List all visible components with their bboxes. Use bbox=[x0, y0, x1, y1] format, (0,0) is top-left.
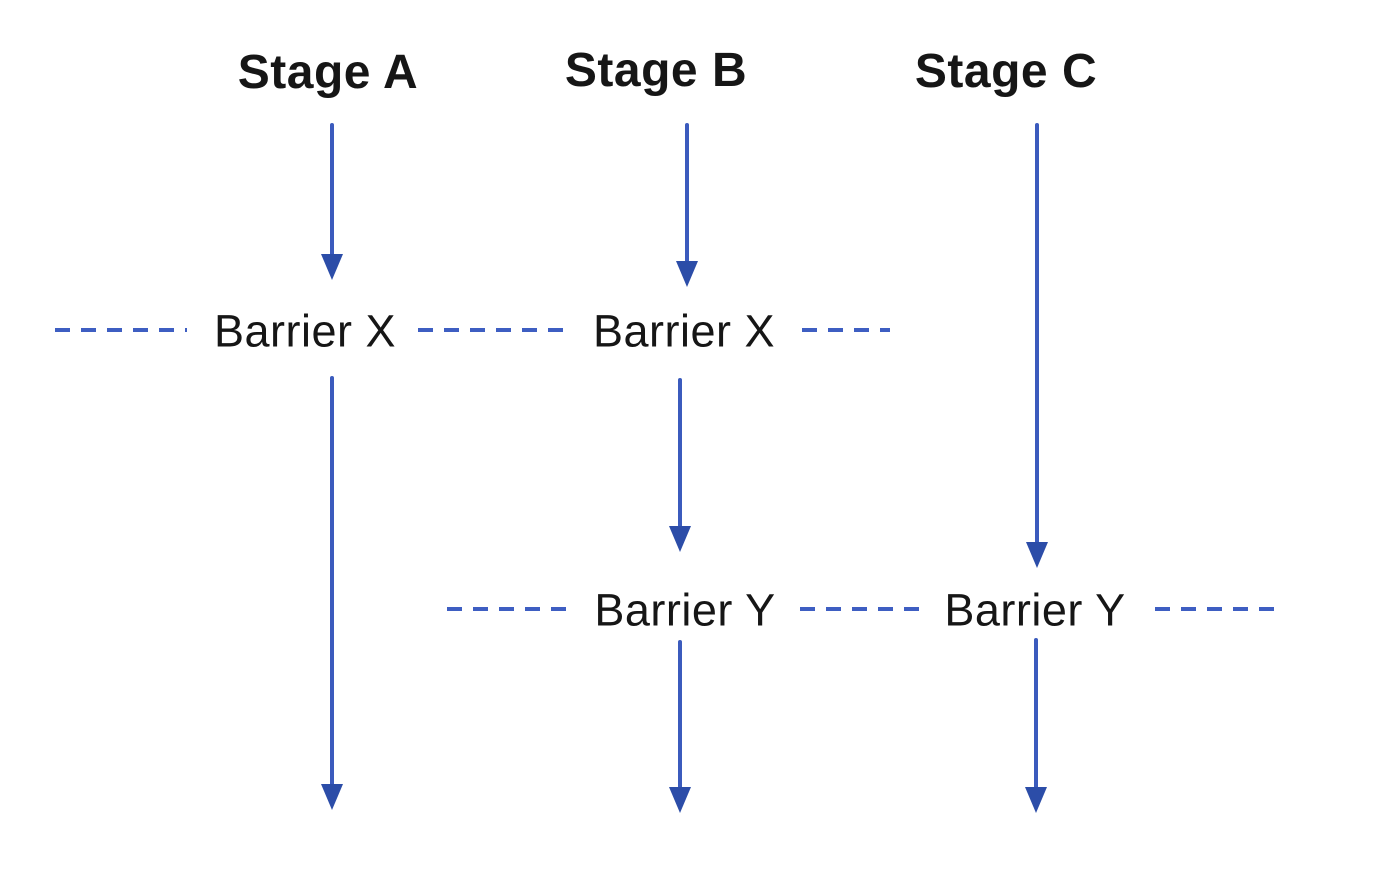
stage-c-lane bbox=[1025, 123, 1048, 813]
stage-b-label: Stage B bbox=[564, 44, 748, 97]
stage-b-lane bbox=[669, 123, 698, 813]
stage-b-arrow-1-head bbox=[676, 261, 698, 287]
stage-b-arrow-3-head bbox=[669, 787, 691, 813]
stage-a-lane bbox=[321, 123, 343, 810]
stage-b-arrow-2-head bbox=[669, 526, 691, 552]
stage-a-arrow-1-head bbox=[321, 254, 343, 280]
barrier-y-label-stage-b: Barrier Y bbox=[594, 584, 776, 636]
barrier-x-label-stage-a: Barrier X bbox=[213, 305, 397, 357]
stage-c-label: Stage C bbox=[914, 45, 1098, 98]
stage-a-arrow-2-head bbox=[321, 784, 343, 810]
stage-c-arrow-2-head bbox=[1025, 787, 1047, 813]
barrier-y-label-stage-c: Barrier Y bbox=[944, 584, 1126, 636]
stage-a-label: Stage A bbox=[237, 46, 419, 99]
stage-c-arrow-1-head bbox=[1026, 542, 1048, 568]
barrier-x-label-stage-b: Barrier X bbox=[592, 305, 776, 357]
